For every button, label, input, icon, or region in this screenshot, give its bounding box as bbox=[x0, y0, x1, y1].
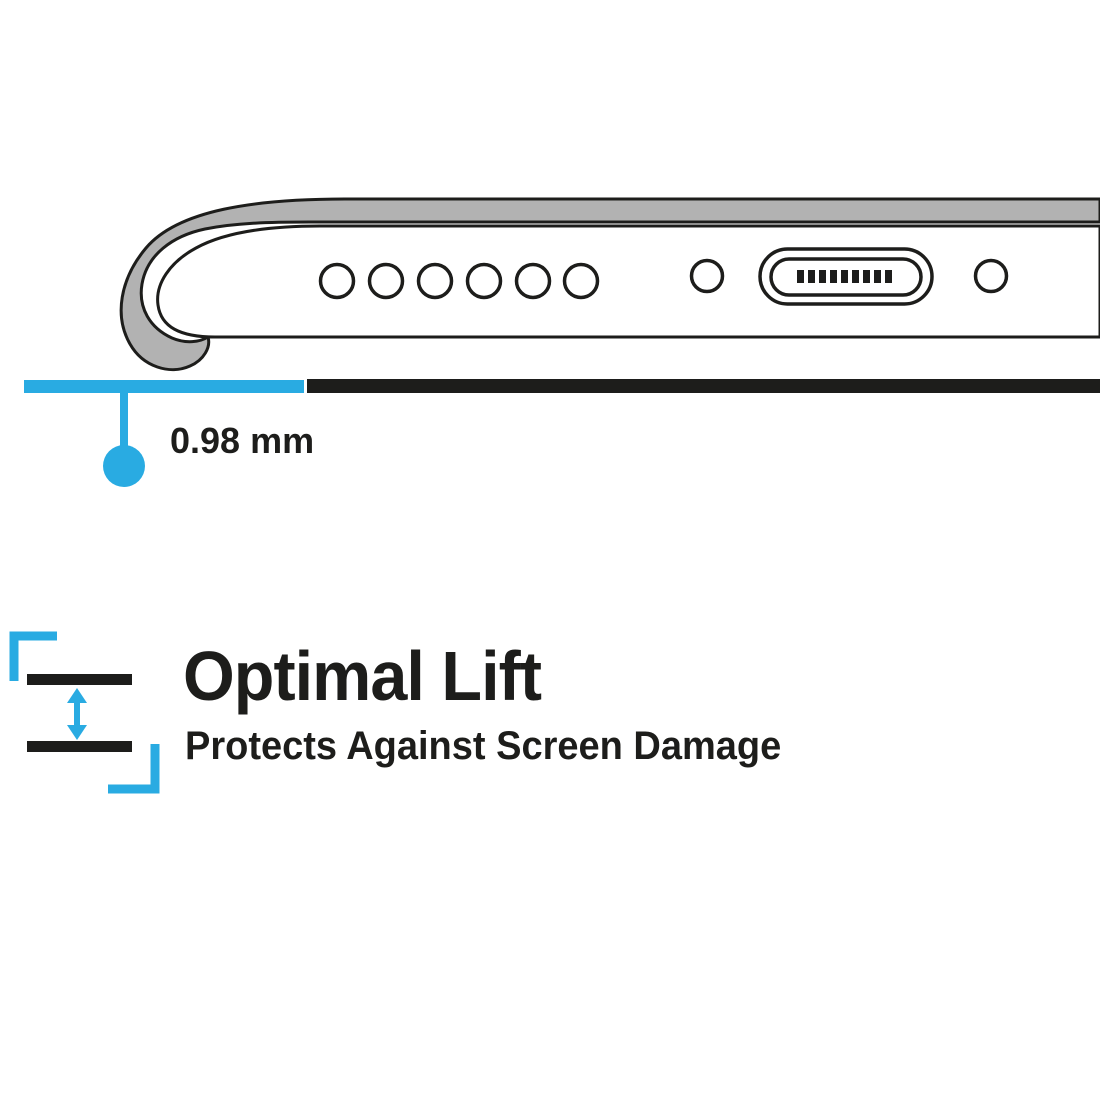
surface-bar bbox=[307, 379, 1100, 393]
measurement-indicator bbox=[103, 391, 145, 487]
speaker-hole-icon bbox=[318, 262, 356, 300]
speaker-hole-icon bbox=[562, 262, 600, 300]
charging-port-icon bbox=[758, 247, 934, 306]
measurement-label: 0.98 mm bbox=[170, 420, 315, 461]
microphone-hole-icon bbox=[689, 258, 725, 294]
screen-line-bottom bbox=[27, 741, 132, 752]
phone-body-shape bbox=[156, 224, 1100, 339]
vertical-arrow-icon bbox=[67, 688, 87, 740]
surface-line bbox=[24, 379, 1100, 393]
speaker-hole-icon bbox=[514, 262, 552, 300]
measurement-line bbox=[120, 391, 128, 449]
speaker-hole-icon bbox=[367, 262, 405, 300]
bracket-top-left-icon bbox=[9, 631, 57, 681]
lift-icon bbox=[9, 631, 160, 794]
feature-title: Optimal Lift bbox=[183, 637, 542, 715]
connector-pins bbox=[797, 270, 892, 283]
bracket-bottom-right-icon bbox=[108, 744, 160, 794]
speaker-holes bbox=[318, 262, 600, 300]
feature-subtitle: Protects Against Screen Damage bbox=[185, 724, 782, 768]
screen-line-top bbox=[27, 674, 132, 685]
bottom-hole-icon bbox=[973, 258, 1009, 294]
lift-gap-bar bbox=[24, 380, 304, 393]
case-edge-shape bbox=[119, 197, 1100, 372]
speaker-hole-icon bbox=[416, 262, 454, 300]
measurement-dot bbox=[103, 445, 145, 487]
speaker-hole-icon bbox=[465, 262, 503, 300]
